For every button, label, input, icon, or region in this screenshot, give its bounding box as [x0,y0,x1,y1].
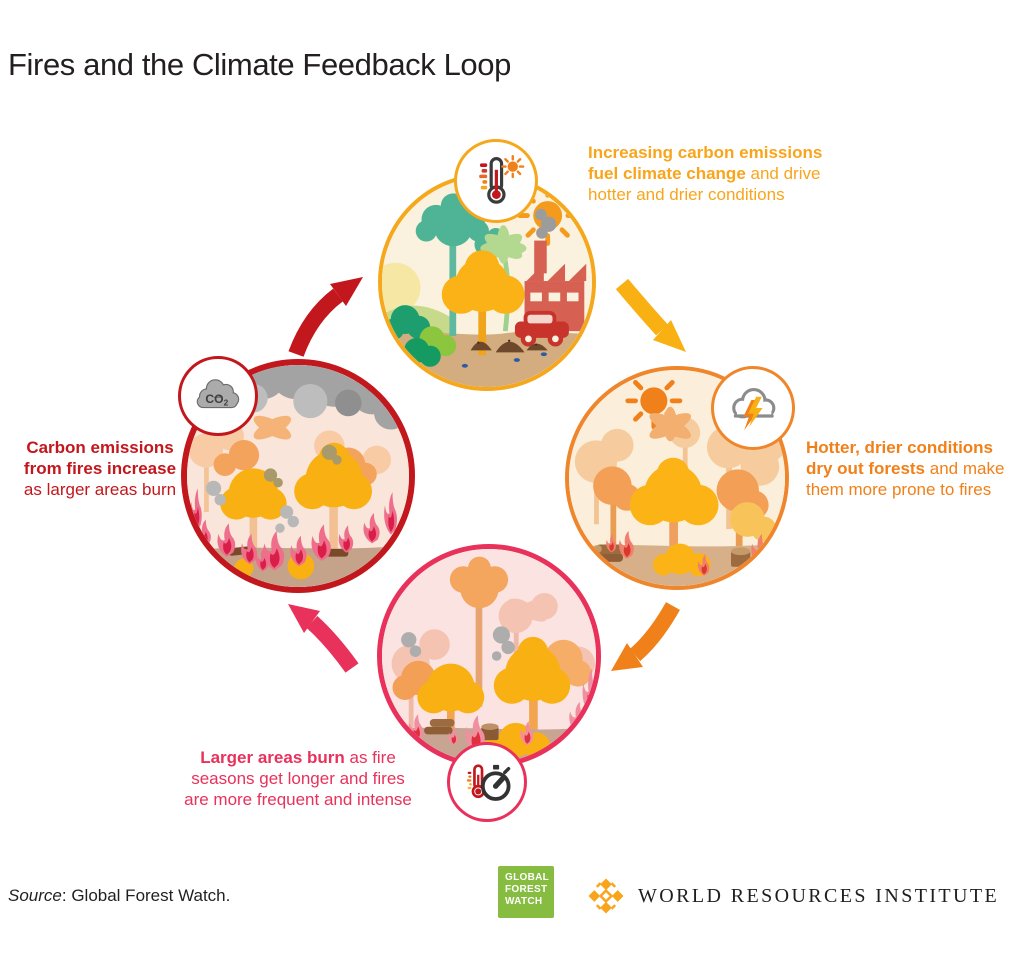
world-resources-institute-logo: WORLD RESOURCES INSTITUTE [586,876,999,916]
logs-and-stumps [424,719,499,741]
page-title: Fires and the Climate Feedback Loop [8,47,511,82]
arrow-bottom-to-left [288,604,359,673]
label-carbon-emissions-fires: Carbon emissions from fires increase as … [23,438,177,499]
factory-smoke [535,208,557,239]
label-increasing-emissions: Increasing carbon emissions fuel climate… [588,143,823,204]
arrow-top-to-right [615,278,686,352]
thermometer-stopwatch-icon [447,742,527,822]
wri-name: WORLD RESOURCES INSTITUTE [638,884,1000,907]
thermometer-sun-icon [454,139,538,223]
global-forest-watch-logo: GLOBAL FOREST WATCH [498,866,554,918]
label-larger-areas-burn: Larger areas burn as fire seasons get lo… [184,748,412,809]
arrow-left-to-top [288,277,363,357]
car-icon [514,310,569,347]
source-attribution: Source: Global Forest Watch. [8,886,231,905]
label-hotter-drier: Hotter, drier conditions dry out forests… [806,438,1005,499]
storm-cloud-lightning-icon [711,366,795,450]
wri-knot-icon [588,878,624,914]
scene-emissions-forest [378,173,596,391]
insects [461,352,547,368]
svg-text:CO2: CO2 [205,392,228,407]
arrow-right-to-bottom [611,602,680,671]
dirt-mounds [470,339,548,353]
co2-cloud-icon: CO2 [178,356,258,436]
scene-burning-forest [377,544,601,768]
scene-dry-forest [565,366,789,590]
